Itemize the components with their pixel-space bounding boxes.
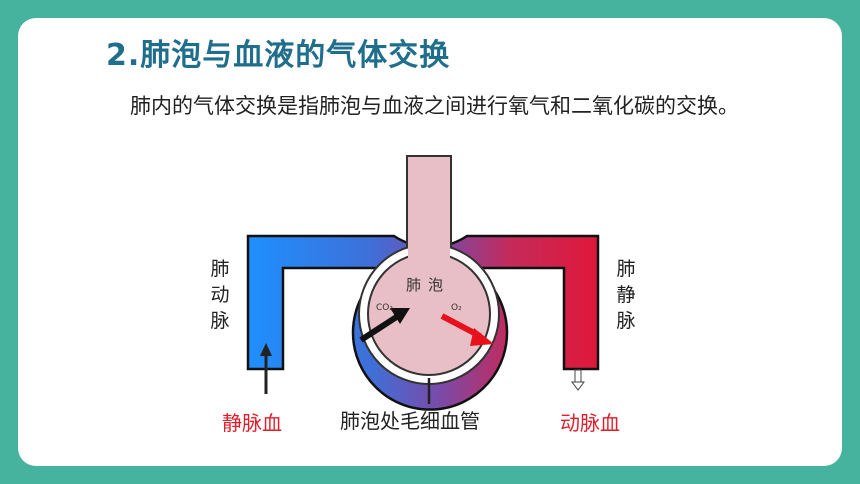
capillary-label: 肺泡处毛细血管 (340, 409, 480, 433)
pulmonary-vein-label: 肺静脉 (616, 258, 636, 332)
alveolus (367, 252, 491, 376)
venous-blood-label: 静脉血 (222, 411, 282, 435)
outflow-arrow-icon (571, 369, 585, 391)
pulmonary-artery-label: 肺动脉 (210, 258, 230, 332)
airway-tube-inner (408, 243, 450, 263)
slide-panel: 2.肺泡与血液的气体交换 肺内的气体交换是指肺泡与血液之间进行氧气和二氧化碳的交… (18, 18, 842, 466)
arterial-blood-label: 动脉血 (560, 411, 620, 435)
co2-arrow-icon (359, 308, 410, 343)
slide-title: 2.肺泡与血液的气体交换 (106, 38, 451, 73)
co2-label: CO₂ (376, 303, 393, 313)
inflow-arrow-icon (260, 343, 272, 394)
o2-label: O₂ (451, 303, 462, 313)
airway-tube (406, 155, 452, 257)
o2-arrow-icon (440, 313, 494, 346)
gas-exchange-diagram: 肺泡 CO₂ O₂ (246, 155, 600, 411)
slide-paragraph: 肺内的气体交换是指肺泡与血液之间进行氧气和二氧化碳的交换。 (130, 94, 739, 118)
alveolus-label: 肺泡 (406, 276, 450, 294)
